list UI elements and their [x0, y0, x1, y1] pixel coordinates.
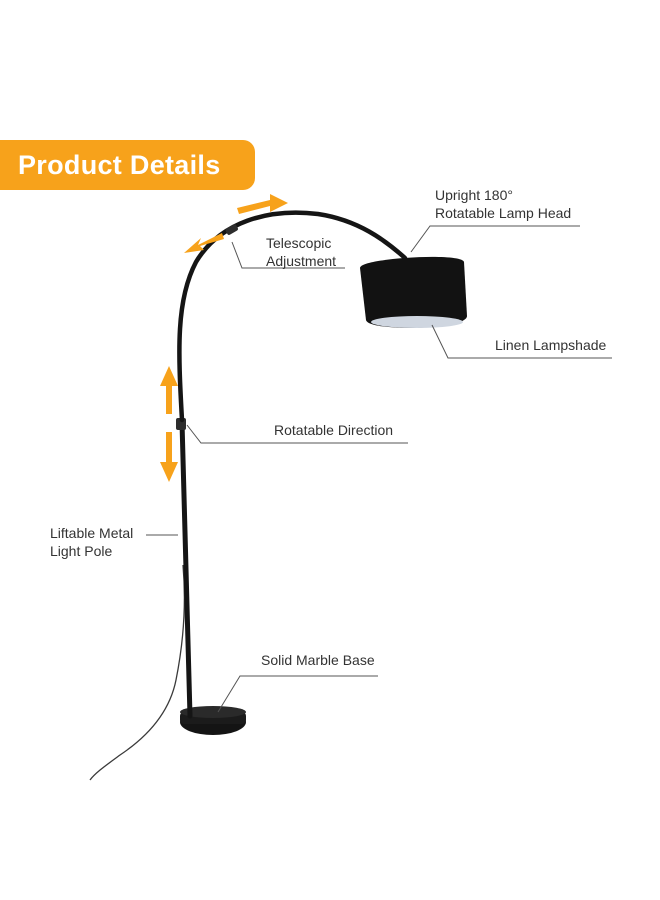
marble-base-top — [180, 706, 246, 718]
lampshade-label: Linen Lampshade — [495, 337, 607, 353]
product-details-banner: Product Details — [0, 140, 255, 190]
pole-label-line1: Liftable Metal — [50, 525, 134, 541]
pole-label-line2: Light Pole — [50, 543, 113, 559]
lower-pole — [179, 419, 193, 719]
telescopic-label-line1: Telescopic — [266, 235, 332, 251]
banner-title: Product Details — [18, 150, 221, 180]
arrow-icon — [184, 194, 288, 253]
leader-lines — [146, 225, 612, 713]
rotatable-direction-label: Rotatable Direction — [274, 422, 394, 438]
lampshade-inner — [371, 316, 463, 328]
arc-arm — [177, 210, 408, 423]
base-label: Solid Marble Base — [261, 652, 375, 668]
lamp-head-label: Upright 180° Rotatable Lamp Head — [435, 186, 571, 222]
telescopic-collar — [225, 224, 238, 235]
pole-label: Liftable Metal Light Pole — [50, 524, 133, 560]
updown-arrow-icon — [160, 366, 178, 482]
lampshade — [360, 256, 467, 328]
power-cord — [89, 564, 185, 781]
telescopic-label-line2: Adjustment — [266, 253, 337, 269]
telescopic-label: Telescopic Adjustment — [266, 234, 336, 270]
lamp-head-label-line1: Upright 180° — [435, 187, 513, 203]
lamp-head-label-line2: Rotatable Lamp Head — [435, 205, 572, 221]
